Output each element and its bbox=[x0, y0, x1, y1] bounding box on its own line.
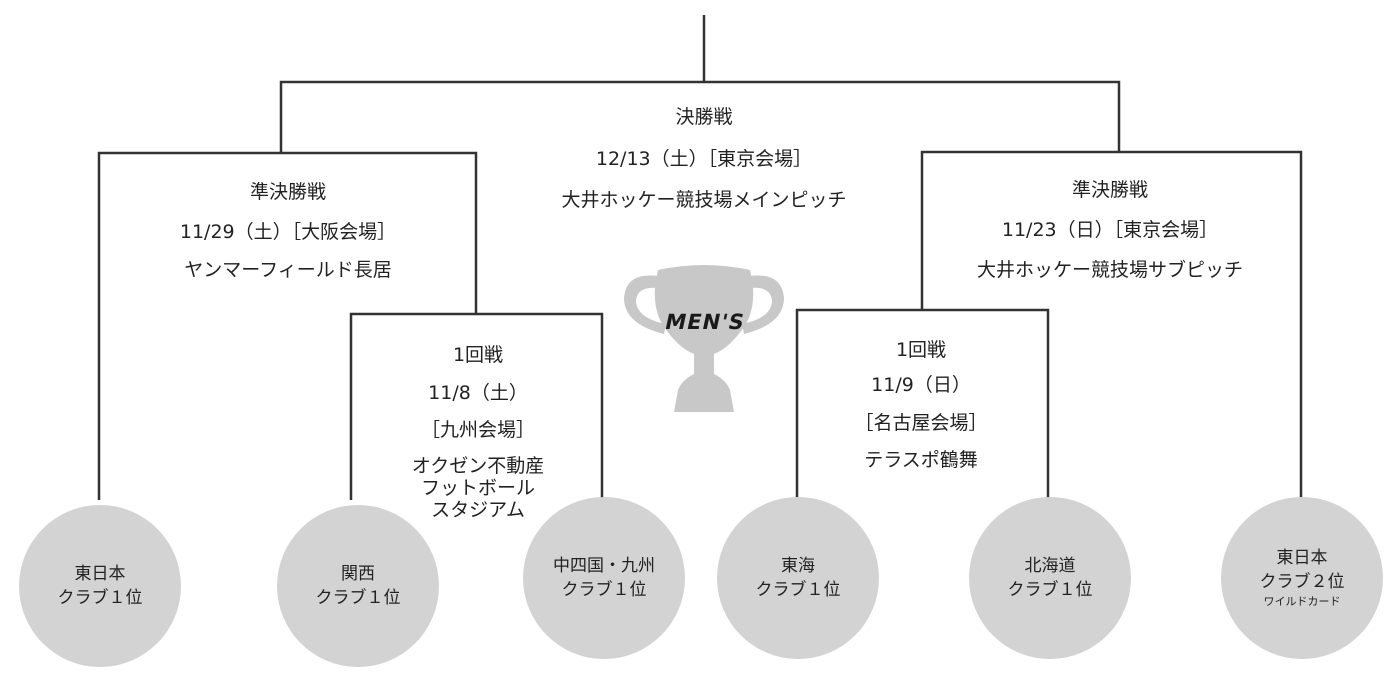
round1-left-area: ［九州会場］ bbox=[420, 419, 536, 441]
final-connector bbox=[279, 15, 1121, 153]
round1-right-round: 1回戦 bbox=[895, 339, 947, 361]
mens-logo-text: MEN'S bbox=[662, 310, 748, 334]
semifinal-right-date: 11/23（日）［東京会場］ bbox=[1001, 219, 1219, 241]
final-venue: 大井ホッケー競技場メインピッチ bbox=[561, 189, 847, 211]
team-rank: クラブ１位 bbox=[561, 580, 647, 600]
trophy-icon bbox=[624, 265, 784, 412]
wildcard-note: ワイルドカード bbox=[1263, 595, 1341, 608]
team-rank: クラブ１位 bbox=[755, 580, 841, 600]
round1-left-date: 11/8（土） bbox=[428, 382, 528, 404]
team-circle-chushikoku-kyushu: 中四国・九州 クラブ１位 bbox=[523, 497, 685, 659]
team-region: 中四国・九州 bbox=[553, 556, 655, 576]
team-rank: クラブ２位 bbox=[1259, 572, 1345, 592]
semifinal-right-connector bbox=[920, 150, 1303, 500]
round1-left-venue-3: スタジアム bbox=[431, 499, 525, 521]
team-region: 東日本 bbox=[74, 564, 126, 584]
semifinal-right-venue: 大井ホッケー競技場サブピッチ bbox=[976, 259, 1244, 281]
final-round-label: 決勝戦 bbox=[675, 106, 733, 128]
round1-left-venue-2: フットボール bbox=[420, 477, 536, 499]
semifinal-left-connector bbox=[97, 151, 478, 500]
final-date: 12/13（土）［東京会場］ bbox=[595, 148, 813, 170]
team-rank: クラブ１位 bbox=[57, 588, 143, 608]
team-rank: クラブ１位 bbox=[315, 588, 401, 608]
round1-right-date: 11/9（日） bbox=[871, 374, 971, 396]
team-region: 関西 bbox=[341, 564, 375, 584]
round1-left-connector bbox=[349, 312, 604, 500]
team-rank: クラブ１位 bbox=[1007, 580, 1093, 600]
round1-right-venue: テラスポ鶴舞 bbox=[864, 449, 978, 471]
team-circle-tokai: 東海 クラブ１位 bbox=[717, 497, 879, 659]
team-circle-east-japan-1: 東日本 クラブ１位 bbox=[19, 505, 181, 667]
round1-left-venue-1: オクゼン不動産 bbox=[411, 455, 545, 477]
semifinal-left-round: 準決勝戦 bbox=[249, 181, 327, 203]
team-region: 東海 bbox=[781, 556, 815, 576]
team-circle-kansai: 関西 クラブ１位 bbox=[277, 505, 439, 667]
team-region: 東日本 bbox=[1276, 548, 1328, 568]
team-circle-hokkaido: 北海道 クラブ１位 bbox=[969, 497, 1131, 659]
team-region: 北海道 bbox=[1024, 556, 1076, 576]
semifinal-left-date: 11/29（土）［大阪会場］ bbox=[179, 221, 397, 243]
round1-left-round: 1回戦 bbox=[452, 344, 504, 366]
round1-right-area: ［名古屋会場］ bbox=[854, 412, 988, 434]
semifinal-left-venue: ヤンマーフィールド長居 bbox=[184, 259, 392, 281]
round1-right-connector bbox=[795, 308, 1050, 500]
semifinal-right-round: 準決勝戦 bbox=[1071, 179, 1149, 201]
team-circle-east-japan-2: 東日本 クラブ２位 ワイルドカード bbox=[1221, 497, 1383, 659]
